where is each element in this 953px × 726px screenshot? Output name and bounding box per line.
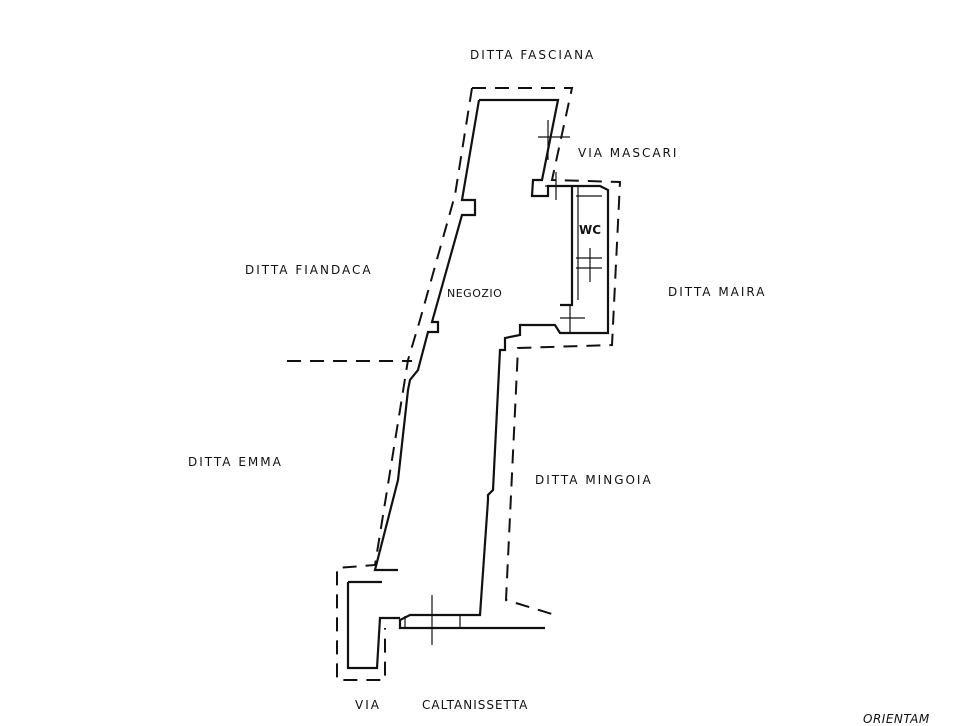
label-ditta-maira: DITTA MAIRA — [668, 285, 767, 299]
label-ditta-fiandaca: DITTA FIANDACA — [245, 263, 373, 277]
label-negozio: NEGOZIO — [447, 287, 503, 300]
label-wc: WC — [579, 223, 602, 237]
label-via: VIA — [355, 698, 381, 712]
label-ditta-emma: DITTA EMMA — [188, 455, 283, 469]
label-via-mascari: VIA MASCARI — [578, 146, 679, 160]
inner-wall — [346, 98, 610, 670]
opening-marks — [404, 120, 591, 645]
wc-wall — [576, 186, 602, 300]
label-orientation: ORIENTAM — [863, 712, 930, 726]
property-boundary — [336, 87, 622, 681]
label-ditta-mingoia: DITTA MINGOIA — [535, 473, 653, 487]
label-caltanissetta: CALTANISSETTA — [422, 698, 529, 712]
label-ditta-fasciana: DITTA FASCIANA — [470, 48, 596, 62]
